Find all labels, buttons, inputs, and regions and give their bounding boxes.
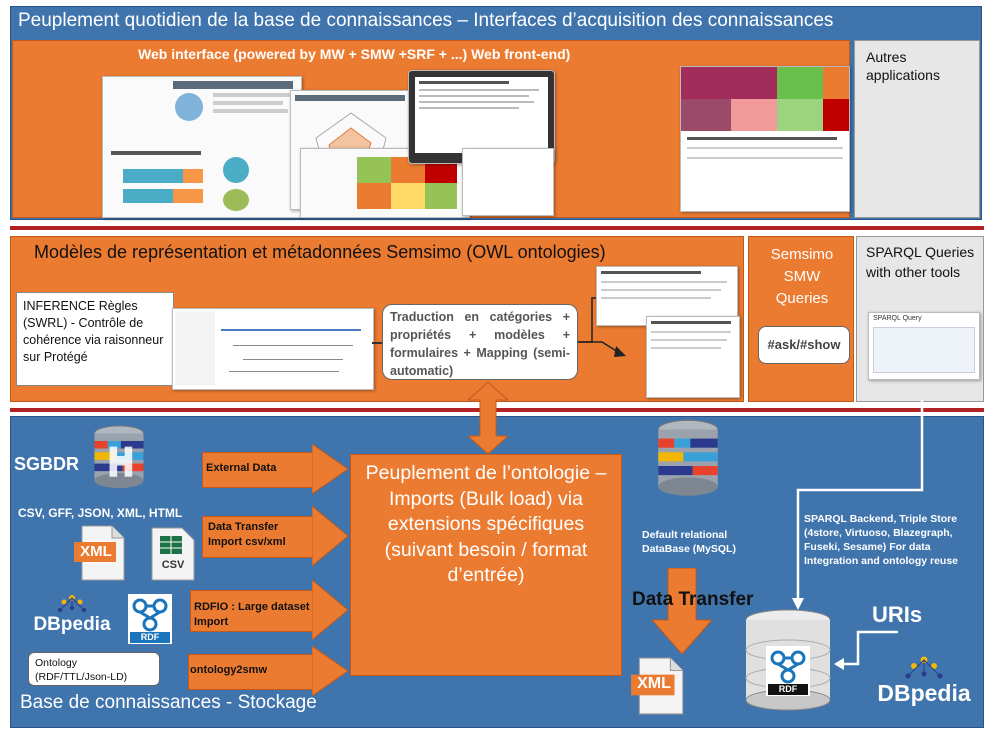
dbpedia-logo-right: DBpedia bbox=[874, 654, 974, 714]
csv-file-icon: CSV bbox=[150, 526, 196, 582]
smw-queries-label: Semsimo SMW Queries bbox=[770, 246, 834, 307]
formats-label: CSV, GFF, JSON, XML, HTML bbox=[18, 506, 183, 520]
rdf-logo-left-text: RDF bbox=[140, 632, 160, 642]
web-interface-label: Web interface (powered by MW + SMW +SRF … bbox=[138, 46, 571, 62]
arrow-external-data bbox=[202, 444, 348, 494]
sparql-queries-label: SPARQL Queries with other tools bbox=[866, 244, 975, 280]
rdf-logo-triple-store-text: RDF bbox=[778, 684, 798, 694]
populate-ontology-box: Peuplement de l’ontologie – Imports (Bul… bbox=[350, 454, 622, 676]
translation-box: Traduction en catégories + propriétés + … bbox=[382, 304, 578, 380]
default-database-label: Default relational DataBase (MySQL) bbox=[642, 529, 736, 555]
dbpedia-logo-right-text: DBpedia bbox=[877, 680, 971, 706]
arrow-data-transfer-down bbox=[652, 568, 712, 654]
web-screenshot-dashboard bbox=[102, 76, 302, 218]
csv-file-icon-text: CSV bbox=[161, 559, 185, 571]
connector-protege-translation bbox=[372, 342, 384, 344]
smw-queries-panel bbox=[748, 236, 854, 402]
separator-bottom bbox=[10, 408, 984, 412]
web-screenshot-matrix bbox=[680, 66, 850, 212]
web-screenshot-page bbox=[462, 148, 554, 216]
uris-label: URIs bbox=[872, 602, 923, 627]
other-apps-panel bbox=[854, 40, 980, 218]
separator-top bbox=[10, 226, 984, 230]
web-screenshot-table bbox=[300, 148, 470, 218]
xml-file-icon-output: XML bbox=[630, 656, 688, 716]
storage-footer-label: Base de connaissances - Stockage bbox=[20, 692, 317, 713]
default-database-icon bbox=[652, 418, 724, 498]
xml-file-icon-text: XML bbox=[80, 543, 112, 560]
top-title: Peuplement quotidien de la base de conna… bbox=[18, 10, 834, 31]
models-title: Modèles de représentation et métadonnées… bbox=[34, 242, 606, 262]
arrow-data-transfer bbox=[202, 506, 348, 566]
sparql-query-shot-title: SPARQL Query bbox=[873, 315, 922, 322]
other-apps-label: Autres applications bbox=[866, 49, 940, 83]
arrow-rdfio-label: RDFIO : Large dataset Import bbox=[194, 601, 310, 628]
ask-show-box: #ask/#show bbox=[758, 326, 850, 364]
arrow-ontology2smw-label: ontology2smw bbox=[190, 664, 268, 676]
arrow-external-data-label: External Data bbox=[206, 462, 277, 474]
protege-screenshot bbox=[172, 308, 374, 390]
ontology-box: Ontology (RDF/TTL/Json-LD) bbox=[28, 652, 160, 686]
arrow-data-transfer-label: Data Transfer Import csv/xml bbox=[208, 521, 286, 548]
sparql-connector-line bbox=[792, 400, 924, 610]
rdf-logo-triple-store: RDF bbox=[766, 646, 810, 696]
xml-file-icon: XML bbox=[74, 524, 128, 582]
sgbdr-database-icon bbox=[86, 424, 152, 490]
sparql-query-screenshot: SPARQL Query bbox=[868, 312, 980, 380]
arrow-rdfio bbox=[190, 580, 348, 640]
sgbdr-label: SGBDR bbox=[14, 454, 80, 474]
uris-arrow bbox=[834, 630, 898, 670]
data-transfer-label: Data Transfer bbox=[632, 589, 754, 610]
vertical-double-arrow bbox=[468, 382, 508, 454]
xml-file-icon-output-text: XML bbox=[637, 675, 671, 692]
sparql-backend-label: SPARQL Backend, Triple Store (4store, Vi… bbox=[804, 513, 959, 567]
inference-box: INFERENCE Règles (SWRL) - Contrôle de co… bbox=[16, 292, 174, 386]
dbpedia-logo-left-text: DBpedia bbox=[33, 614, 111, 635]
modification-screenshot-2 bbox=[646, 316, 740, 398]
arrow-ontology2smw bbox=[188, 646, 348, 696]
dbpedia-logo-left: DBpedia bbox=[30, 592, 114, 640]
rdf-logo-left: RDF bbox=[128, 594, 172, 644]
